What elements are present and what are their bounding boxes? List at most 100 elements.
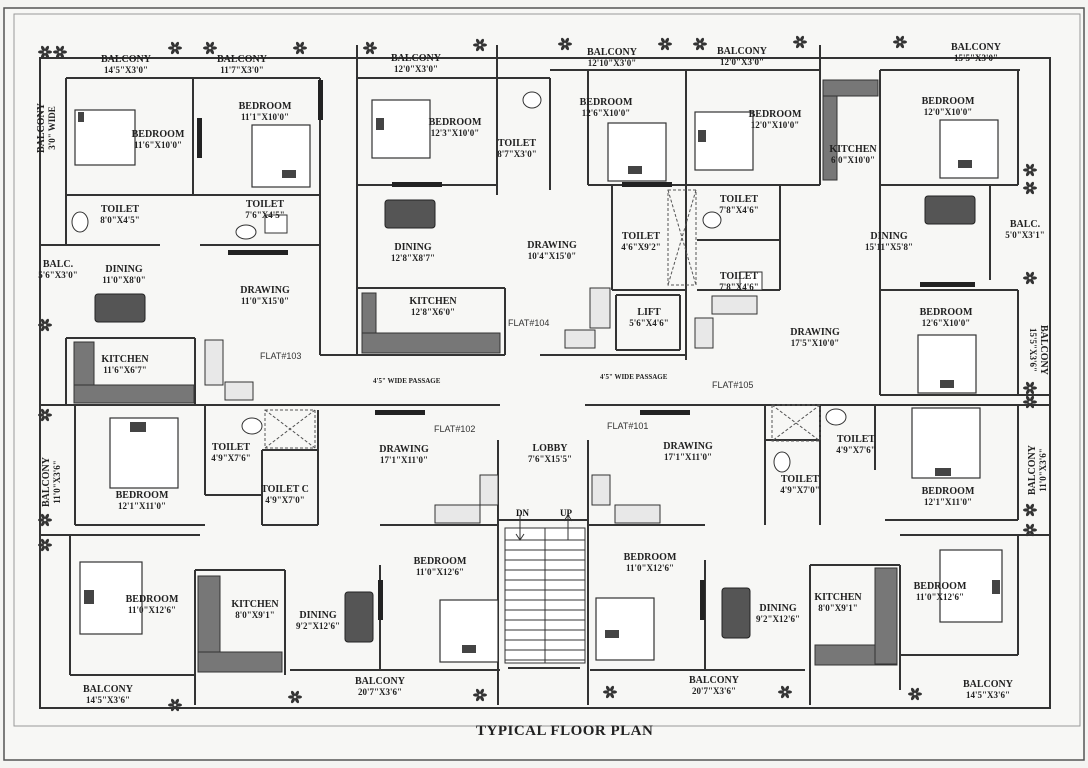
room-name: BALC. — [1009, 219, 1041, 230]
staircase — [504, 514, 586, 664]
room-dimension: 7'8"X4'6" — [719, 205, 759, 215]
room-name: DRAWING — [790, 327, 840, 338]
room-name: DINING — [394, 242, 432, 253]
plant-icon — [1023, 503, 1037, 517]
room-dimension: 12'3"X10'0" — [430, 128, 480, 138]
room-dimension: 12'8"X8'7" — [391, 253, 435, 263]
room-dimension: 8'0"X9'1" — [818, 603, 858, 613]
room-name: BEDROOM — [921, 96, 975, 107]
flat-label-105: FLAT#105 — [712, 380, 754, 390]
room-name: BALCONY — [354, 676, 406, 687]
plant-icon — [38, 408, 52, 422]
room-dimension: 4'9"X7'6" — [211, 453, 251, 463]
room-name: DINING — [299, 610, 337, 621]
decorative-plants — [38, 35, 1037, 712]
room-dimension: 6'0"X10'0" — [830, 155, 875, 165]
room-dimension: 12'8"X6'0" — [410, 307, 455, 317]
room-name: BEDROOM — [579, 97, 633, 108]
room-name: BEDROOM — [921, 486, 975, 497]
room-dimension: 5'6"X4'6" — [629, 318, 669, 328]
plant-icon — [603, 685, 617, 699]
room-dimension: 8'0"X4'5" — [100, 215, 140, 225]
room-dimension: 7'6"X4'5" — [245, 210, 285, 220]
room-dimension: 17'5"X10'0" — [790, 338, 840, 348]
room-dimension: 7'6"X15'5" — [528, 454, 572, 464]
plant-icon — [473, 38, 487, 52]
plant-icon — [558, 37, 572, 51]
plant-icon — [658, 37, 672, 51]
room-name: BEDROOM — [238, 101, 292, 112]
room-dimension: 11'6"X10'0" — [134, 140, 182, 150]
room-dimension: 12'0"X3'0" — [719, 57, 764, 67]
room-dimension: 11'0"X15'0" — [240, 296, 289, 306]
room-name: DRAWING — [663, 441, 713, 452]
room-dimension: 5'6"X3'0" — [38, 270, 78, 280]
plant-icon — [38, 513, 52, 527]
room-dimension: 17'1"X11'0" — [379, 455, 428, 465]
room-label: BALC.5'6"X3'0" — [38, 260, 78, 281]
room-name: BALCONY — [390, 53, 442, 64]
plant-icon — [53, 45, 67, 59]
room-name: TOILET C — [261, 484, 309, 495]
room-name: BALCONY — [586, 47, 638, 58]
plant-icon — [693, 37, 707, 51]
room-name: BALCONY — [216, 54, 268, 65]
room-name: BALCONY — [688, 675, 740, 686]
room-name: TOILET — [719, 194, 759, 205]
room-dimension: 8'7"X3'0" — [497, 149, 537, 159]
room-name: BEDROOM — [919, 307, 973, 318]
room-dimension: 4'9"X7'0" — [265, 495, 305, 505]
room-name: BEDROOM — [115, 490, 169, 501]
room-name: BEDROOM — [748, 109, 802, 120]
room-dimension: 15'11"X5'8" — [865, 242, 913, 252]
plant-icon — [168, 698, 182, 712]
room-dimension: 4'9"X7'0" — [780, 485, 820, 495]
room-name: BEDROOM — [623, 552, 677, 563]
plant-icon — [38, 318, 52, 332]
flat-label-104: FLAT#104 — [508, 318, 550, 328]
room-name: LIFT — [637, 307, 661, 318]
room-dimension: 15'5"X3'0" — [953, 53, 998, 63]
room-name: DRAWING — [379, 444, 429, 455]
plant-icon — [1023, 523, 1037, 537]
toilet-fixtures — [71, 91, 847, 473]
room-dimension: 10'4"X15'0" — [527, 251, 577, 261]
room-dimension: 11'0"X3'6" — [52, 460, 62, 504]
room-name: BALCONY — [962, 679, 1014, 690]
room-name: TOILET — [497, 138, 537, 149]
room-dimension: 8'0"X9'1" — [235, 610, 275, 620]
room-name: BALCONY — [716, 46, 768, 57]
room-name: BEDROOM — [131, 129, 185, 140]
lift-shaft — [264, 189, 821, 449]
room-name: BEDROOM — [428, 117, 482, 128]
